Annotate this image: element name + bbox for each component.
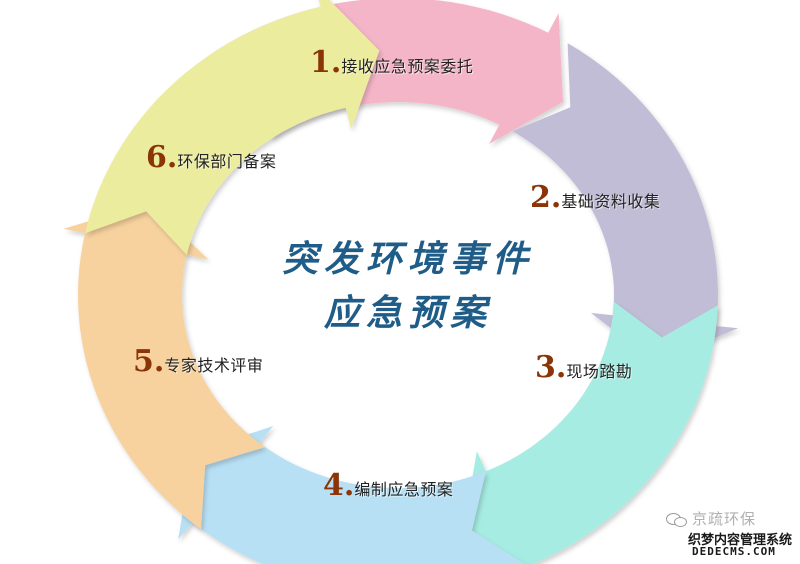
wechat-icon bbox=[666, 511, 688, 527]
step-5-label: 5.专家技术评审 bbox=[133, 344, 264, 379]
step-6-label: 6.环保部门备案 bbox=[146, 140, 277, 175]
cycle-arrow-6 bbox=[85, 0, 380, 255]
step-1-label: 1.接收应急预案委托 bbox=[310, 45, 474, 80]
step-4-label: 4.编制应急预案 bbox=[323, 468, 454, 503]
cycle-arrow-5 bbox=[63, 203, 265, 529]
dedecms-watermark-line1: 织梦内容管理系统 bbox=[688, 533, 793, 548]
wechat-watermark: 京疏环保 bbox=[666, 508, 756, 529]
step-3-label: 3.现场踏勘 bbox=[535, 350, 633, 385]
cycle-arrow-3 bbox=[462, 301, 718, 564]
center-title-line1: 突发环境事件 bbox=[281, 238, 534, 280]
cycle-arrow-2 bbox=[512, 43, 739, 363]
wechat-account-name: 京疏环保 bbox=[692, 510, 757, 528]
cycle-arrow-4 bbox=[178, 426, 525, 564]
center-title-line2: 应急预案 bbox=[323, 292, 492, 334]
step-2-label: 2.基础资料收集 bbox=[530, 180, 661, 215]
dedecms-watermark-line2: DEDECMS.COM bbox=[692, 545, 776, 558]
